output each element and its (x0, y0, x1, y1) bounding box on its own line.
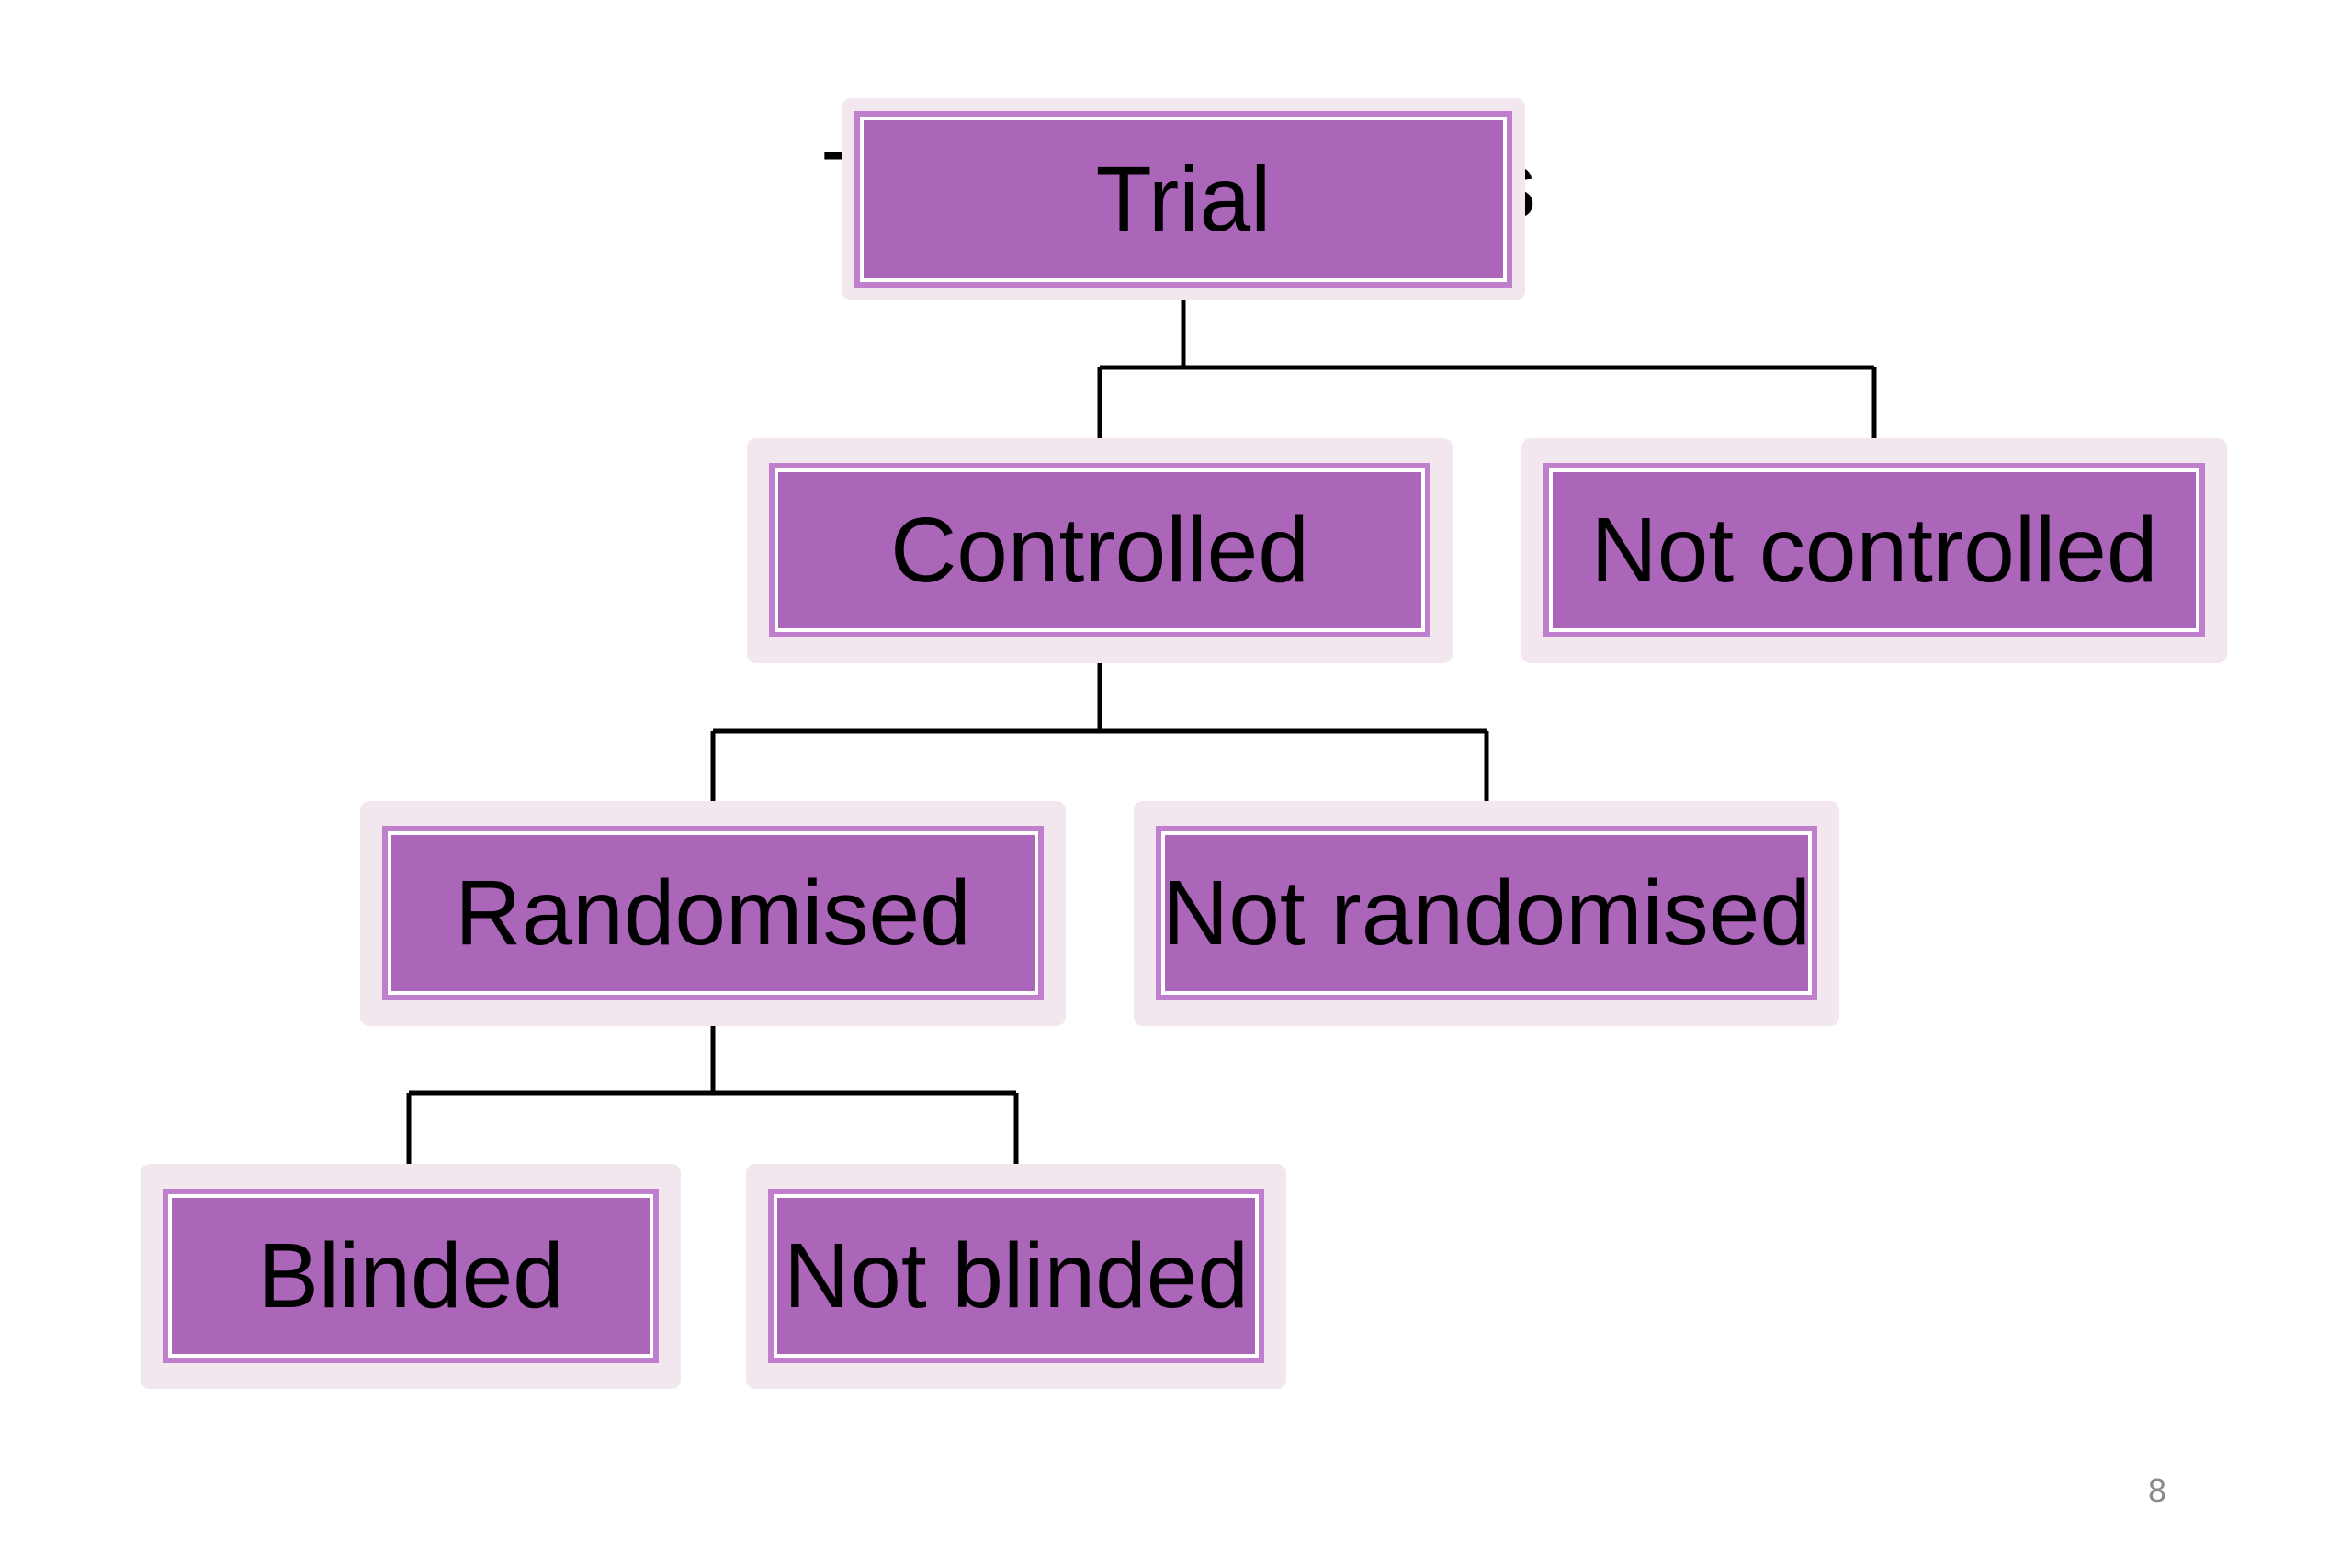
node-trial-label: Trial (854, 111, 1512, 288)
node-randomised-label: Randomised (382, 826, 1044, 1000)
node-controlled: Controlled (747, 438, 1453, 663)
node-not-controlled: Not controlled (1521, 438, 2227, 663)
node-not-controlled-label: Not controlled (1544, 463, 2205, 637)
node-randomised: Randomised (360, 801, 1066, 1026)
node-trial: Trial (842, 98, 1525, 300)
connector-randomised-children (406, 1024, 1019, 1165)
node-blinded: Blinded (141, 1164, 681, 1389)
node-controlled-label: Controlled (769, 463, 1430, 637)
connector-trial-children (1097, 299, 1877, 439)
page-number: 8 (2147, 1472, 2167, 1509)
connector-controlled-children (710, 661, 1489, 802)
node-not-blinded-label: Not blinded (768, 1189, 1264, 1363)
node-not-randomised-label: Not randomised (1156, 826, 1817, 1000)
node-not-blinded: Not blinded (746, 1164, 1286, 1389)
node-blinded-label: Blinded (163, 1189, 659, 1363)
node-not-randomised: Not randomised (1134, 801, 1839, 1026)
